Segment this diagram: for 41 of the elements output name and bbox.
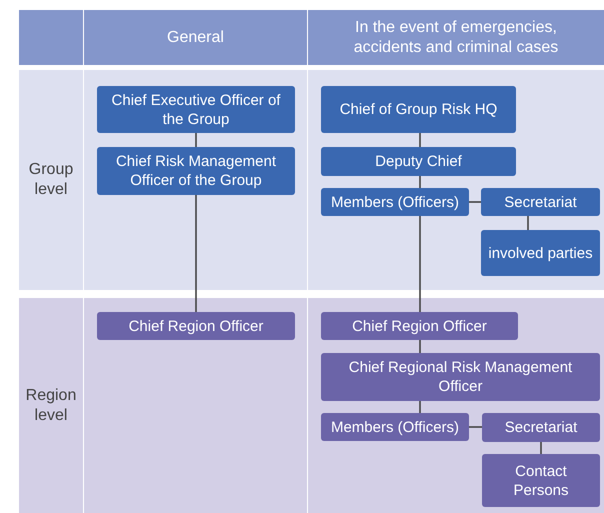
org-box: [97, 147, 295, 195]
connector-line: [195, 195, 197, 312]
org-box: [321, 312, 518, 340]
box-title: involved parties: [488, 244, 593, 262]
connector-line: [419, 176, 421, 188]
box-title: Chief Risk Management Officer of the Group: [114, 152, 278, 190]
row-heading: Region level: [24, 386, 78, 426]
connector-line: [419, 216, 421, 312]
box-title: Members (Officers): [330, 418, 460, 436]
connector-line: [195, 133, 197, 147]
connector-line: [527, 216, 529, 230]
org-box: [482, 454, 600, 507]
connector-line: [469, 426, 482, 428]
org-box: [321, 86, 516, 133]
box-title: Chief of Group Risk HQ: [340, 100, 498, 119]
box-title: Contact Persons: [512, 462, 570, 500]
box-title: Secretariat: [504, 192, 577, 212]
column-heading: General: [167, 28, 224, 48]
org-box: [97, 312, 295, 340]
box-title: Members (Officers): [330, 192, 460, 212]
connector-line: [540, 442, 542, 454]
connector-line: [419, 340, 421, 353]
box-title: Chief Region Officer: [128, 316, 264, 336]
box-title: Chief Regional Risk Management Officer: [348, 358, 574, 396]
box-title: Secretariat: [504, 418, 578, 437]
connector-line: [419, 133, 421, 147]
org-box: [481, 188, 600, 216]
org-box: [482, 413, 600, 442]
connector-line: [469, 201, 481, 203]
org-box: [97, 86, 295, 133]
column-heading: In the event of emergencies, accidents and criminal cases: [352, 18, 560, 58]
org-box: [321, 147, 516, 176]
connector-line: [419, 401, 421, 413]
box-title: Chief Region Officer: [352, 316, 487, 336]
org-box: [481, 230, 600, 276]
box-title: Deputy Chief: [375, 152, 462, 171]
org-box: [321, 188, 469, 216]
org-box: [321, 353, 600, 401]
row-heading: Group level: [28, 160, 74, 200]
box-title: Chief Executive Officer of the Group: [110, 90, 282, 128]
org-box: [321, 413, 469, 441]
